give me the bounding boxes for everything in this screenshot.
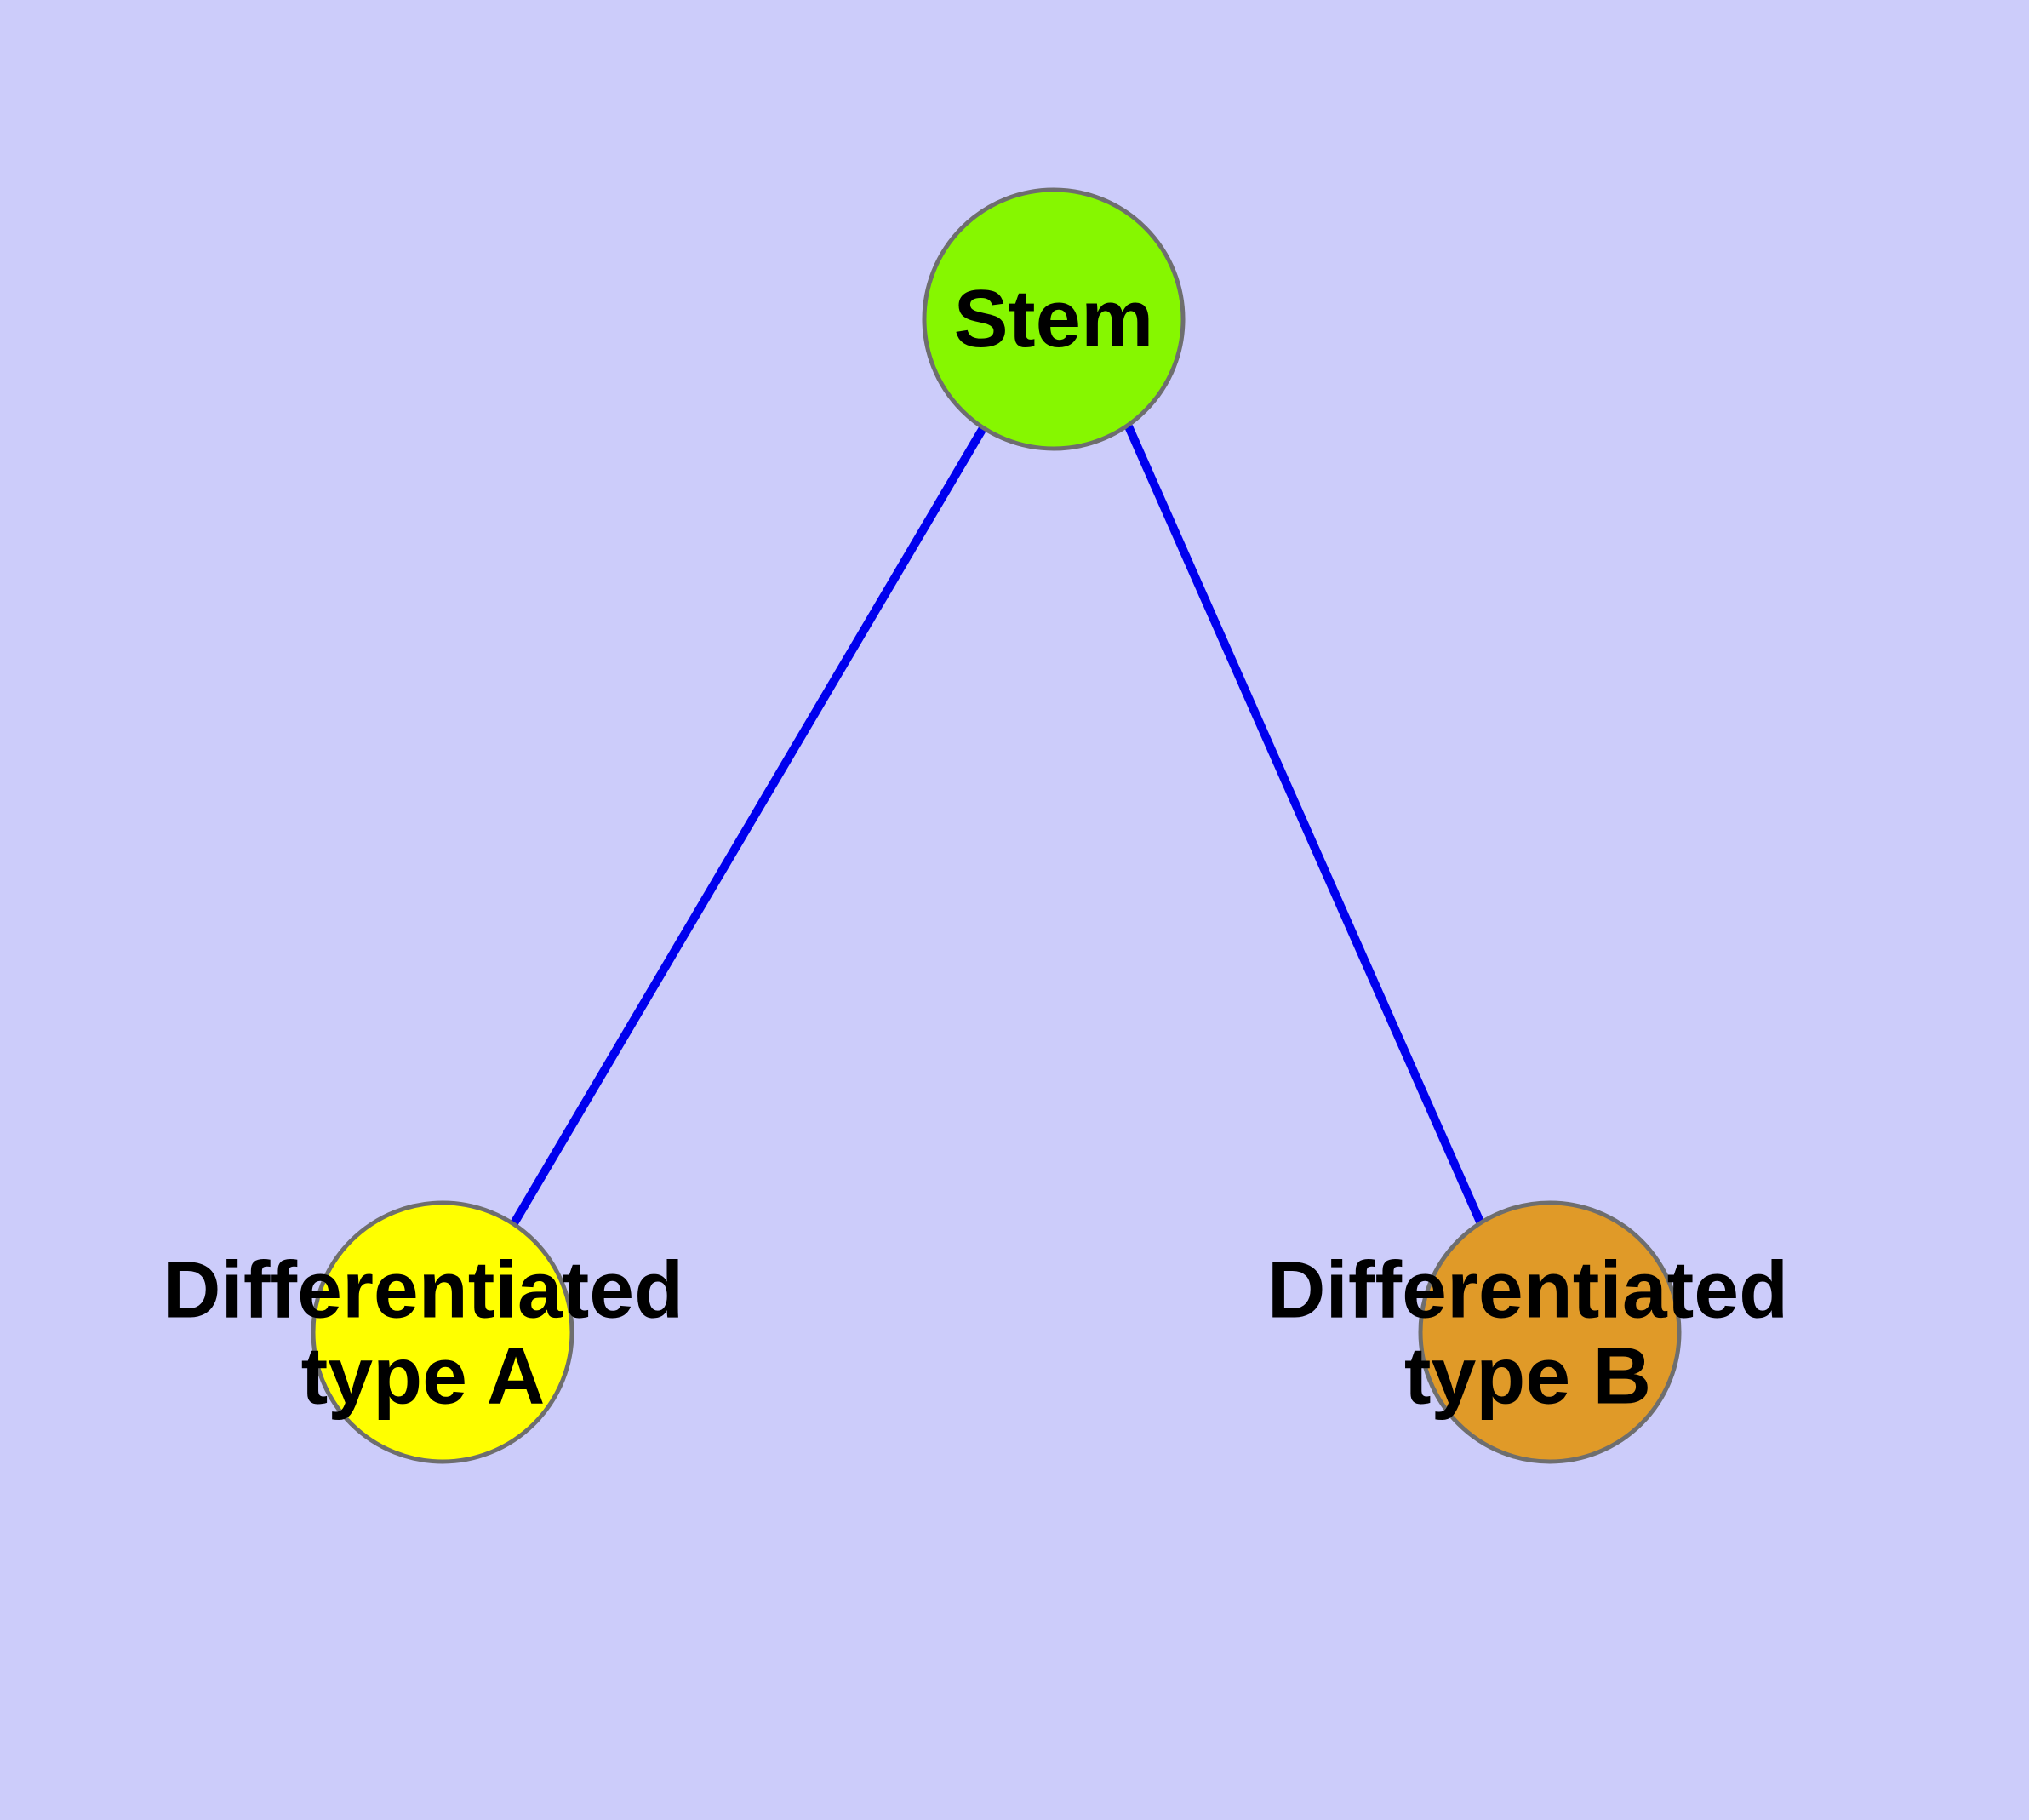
edge-layer: [510, 424, 1487, 1230]
node-differentiated-type-a[interactable]: [311, 1200, 574, 1464]
edge-stem-to-differentiated-type-b[interactable]: [1124, 424, 1487, 1230]
node-differentiated-type-b[interactable]: [1418, 1200, 1682, 1464]
edge-stem-to-differentiated-type-a[interactable]: [510, 426, 987, 1226]
node-stem[interactable]: [922, 187, 1186, 451]
node-layer: [311, 187, 1682, 1464]
